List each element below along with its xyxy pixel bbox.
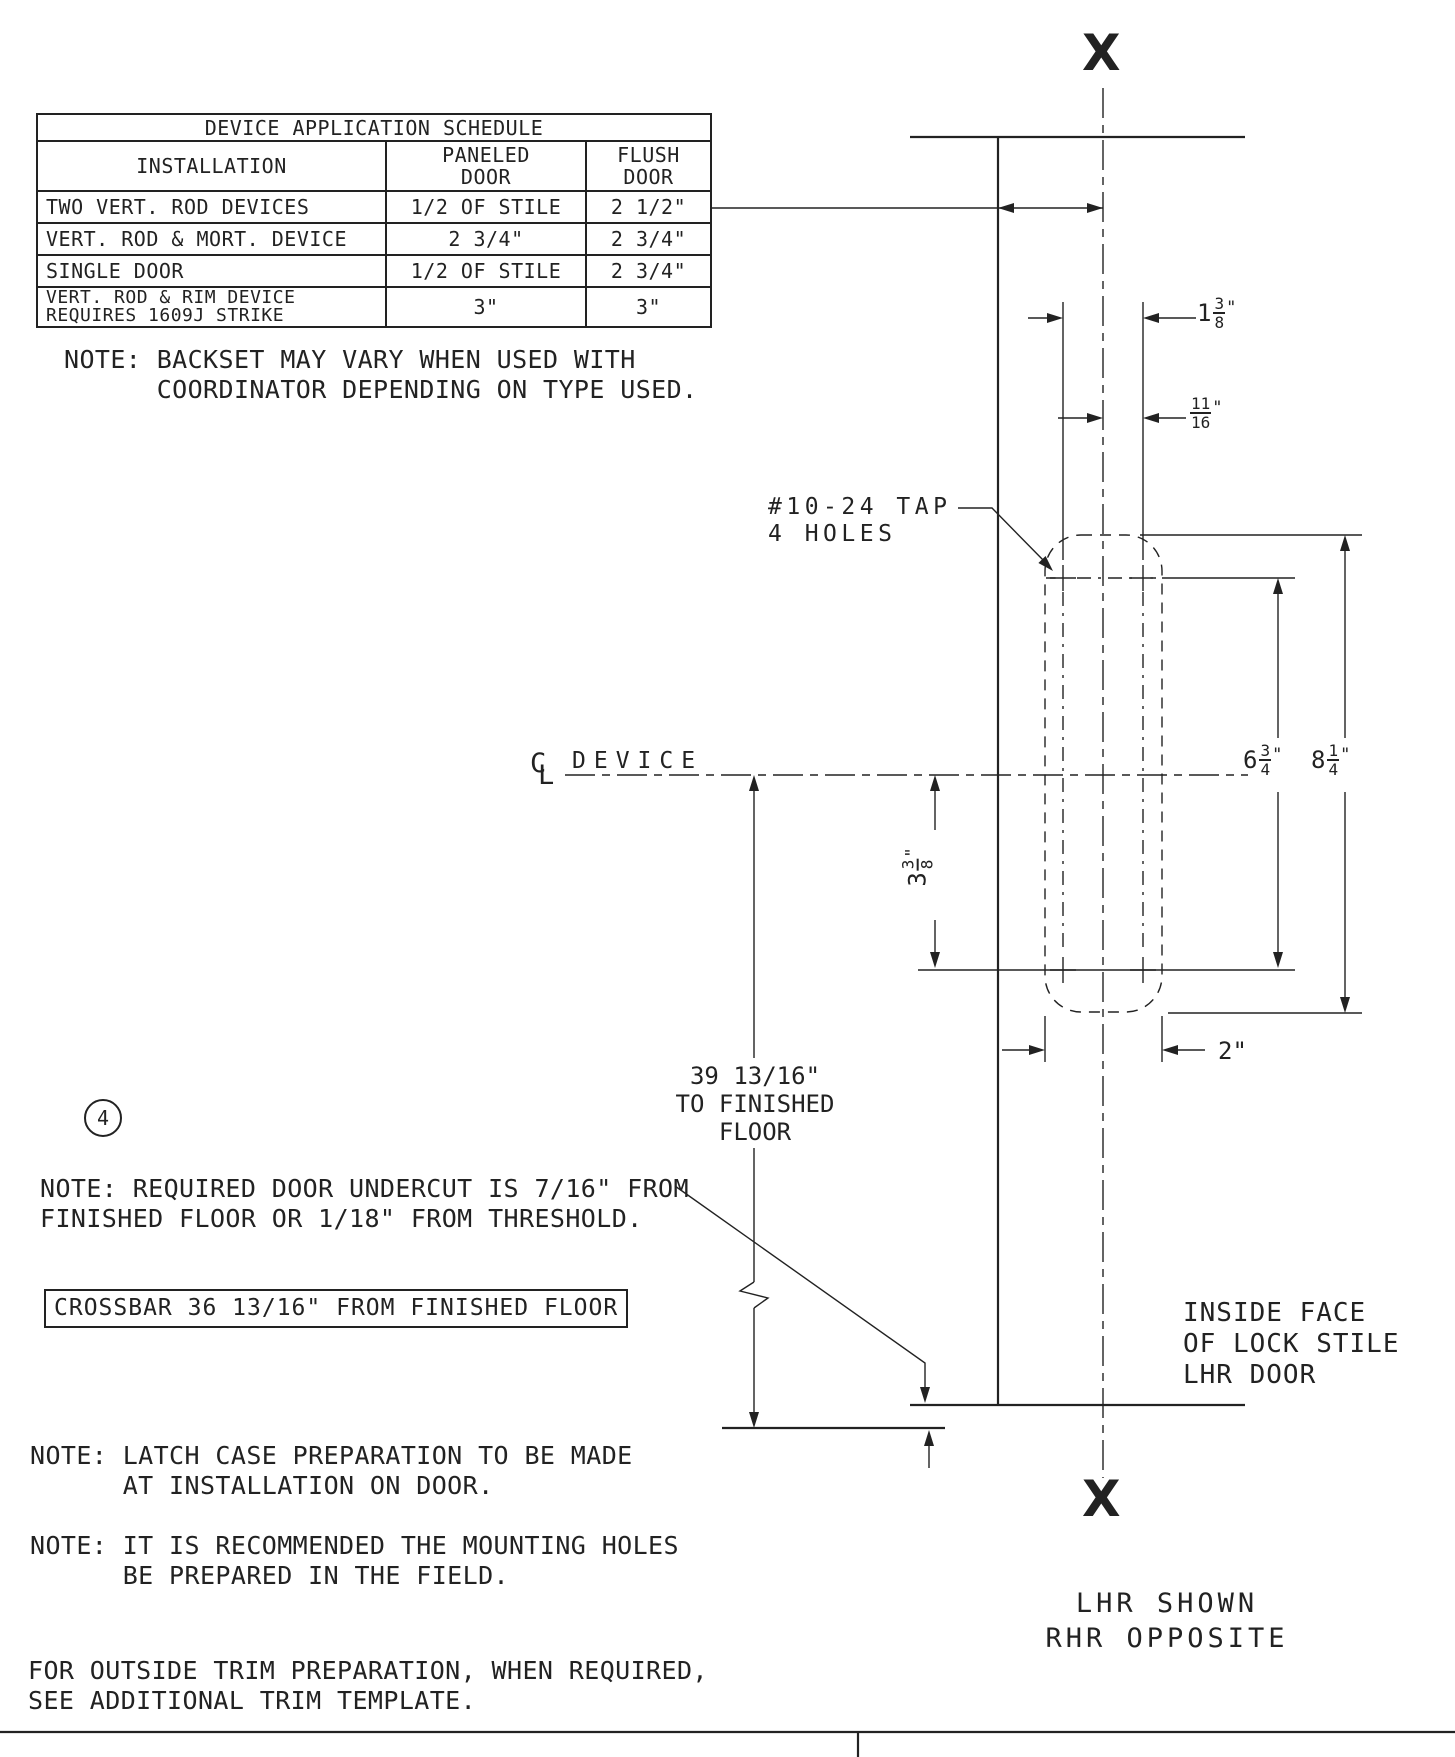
note-undercut: NOTE: REQUIRED DOOR UNDERCUT IS 7/16" FR… [40, 1174, 689, 1233]
backset-dimension [710, 203, 1103, 213]
col-header-paneled-door: PANELED DOOR [385, 140, 587, 192]
cell-paneled: 1/2 OF STILE [385, 254, 587, 288]
cell-installation: SINGLE DOOR [36, 254, 387, 288]
cl-letter-c: C [530, 748, 547, 779]
inside-face-label: INSIDE FACE OF LOCK STILE LHR DOOR [1183, 1298, 1400, 1390]
col-header-installation: INSTALLATION [36, 140, 387, 192]
dim-11-16 [1058, 413, 1186, 423]
dim-39-13-16 [738, 775, 770, 1428]
flag-note-4: 4 [84, 1099, 122, 1137]
section-marker-bottom: X [1082, 1470, 1121, 1528]
cell-installation: VERT. ROD & RIM DEVICE REQUIRES 1609J ST… [36, 286, 387, 328]
cell-installation: VERT. ROD & MORT. DEVICE [36, 222, 387, 256]
centerlines [565, 88, 1248, 1478]
cell-flush: 2 3/4" [585, 254, 712, 288]
note-latch-case: NOTE: LATCH CASE PREPARATION TO BE MADE … [30, 1441, 633, 1500]
tap-leader [958, 507, 1053, 571]
door-edge-lines [722, 135, 1245, 1430]
cell-flush: 3" [585, 286, 712, 328]
dim-1-3-8 [1028, 302, 1196, 560]
tap-label: #10-24 TAP 4 HOLES [768, 494, 952, 547]
dim-2 [1002, 1045, 1205, 1055]
schedule-title: DEVICE APPLICATION SCHEDULE [36, 113, 712, 142]
crossbar-note-box: CROSSBAR 36 13/16" FROM FINISHED FLOOR [44, 1289, 629, 1328]
cell-paneled: 3" [385, 286, 587, 328]
undercut-leader [674, 1185, 934, 1468]
cl-letter-l: L [538, 760, 555, 791]
table-row: VERT. ROD & RIM DEVICE REQUIRES 1609J ST… [36, 286, 712, 328]
device-application-schedule: DEVICE APPLICATION SCHEDULE INSTALLATION… [36, 113, 712, 328]
dim-3-3-8 [930, 775, 940, 968]
handing-label: LHR SHOWN RHR OPPOSITE [1045, 1588, 1289, 1654]
cell-flush: 2 3/4" [585, 222, 712, 256]
device-centerline-label: DEVICE [572, 748, 704, 774]
section-marker-top: X [1082, 24, 1121, 82]
cell-paneled: 2 3/4" [385, 222, 587, 256]
table-row: SINGLE DOOR 1/2 OF STILE 2 3/4" [36, 254, 712, 288]
cell-flush: 2 1/2" [585, 190, 712, 224]
dim-label-39-13-16: 39 13/16" TO FINISHED FLOOR [675, 1062, 835, 1146]
col-header-flush-door: FLUSH DOOR [585, 140, 712, 192]
note-field-prep: NOTE: IT IS RECOMMENDED THE MOUNTING HOL… [30, 1531, 679, 1590]
note-outside-trim: FOR OUTSIDE TRIM PREPARATION, WHEN REQUI… [28, 1656, 708, 1715]
table-row: VERT. ROD & MORT. DEVICE 2 3/4" 2 3/4" [36, 222, 712, 256]
sheet-border [0, 1730, 1455, 1757]
centerline-symbol-icon: C L [530, 750, 560, 790]
cell-paneled: 1/2 OF STILE [385, 190, 587, 224]
extension-lines [918, 534, 1362, 1062]
note-backset: NOTE: BACKSET MAY VARY WHEN USED WITH CO… [64, 345, 698, 404]
dim-8-1-4 [1340, 535, 1350, 1013]
cell-installation: TWO VERT. ROD DEVICES [36, 190, 387, 224]
dim-6-3-4 [1273, 578, 1283, 968]
table-row: TWO VERT. ROD DEVICES 1/2 OF STILE 2 1/2… [36, 190, 712, 224]
dim-label-2: 2" [1218, 1037, 1247, 1065]
